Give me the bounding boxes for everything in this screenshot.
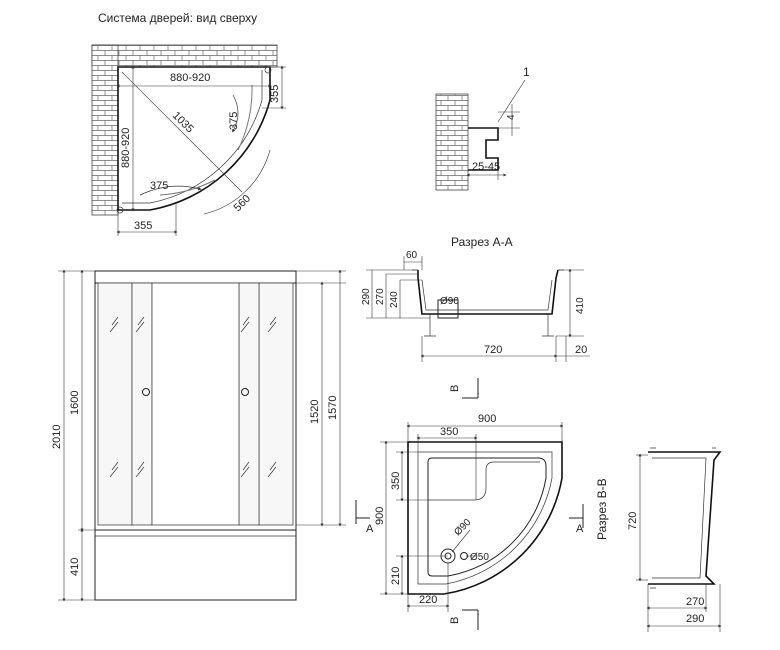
marker-a-left: A [366, 523, 374, 535]
detail-profile [468, 127, 499, 171]
section-bb-group: Разрез В-В 720 270 290 [595, 447, 722, 632]
dim-bb-base-outer-label: 290 [686, 613, 704, 625]
dim-diagonal: 1035 [170, 110, 196, 136]
top-wall-brick [91, 44, 278, 68]
dim-plan-depth-label: 900 [374, 507, 386, 525]
dim-aa-drain-label: Ø90 [440, 296, 459, 307]
dim-tray-height-label: 410 [69, 558, 81, 576]
dim-plan-outlet-label: Ø50 [470, 552, 489, 563]
tray-plan-outline [407, 441, 563, 595]
glass-reflections [109, 316, 277, 478]
dim-bottom-offset-label: 355 [134, 220, 152, 232]
front-view-group: 2010 1600 410 1520 1570 [51, 269, 346, 602]
dim-aa-leg-label: 20 [575, 344, 587, 356]
dim-h290-label: 290 [361, 288, 372, 305]
cabin-top-bar [94, 270, 297, 284]
dim-right-offset-label: 355 [269, 85, 281, 103]
dim-plan-drain-label: Ø90 [452, 517, 473, 538]
dim-seat-width-label: 350 [440, 426, 458, 438]
dim-opening-arc [203, 149, 271, 215]
dim-bb-height-label: 720 [627, 512, 639, 530]
dim-detail-range-label: 25-45 [472, 161, 500, 173]
right-door-glass [238, 282, 260, 526]
section-aa-title: Разрез А-А [451, 235, 513, 249]
dim-depth-label: 880-920 [120, 128, 132, 168]
inner-door-arc [122, 70, 263, 204]
top-view-title: Система дверей: вид сверху [98, 11, 257, 25]
section-a-markers: A A [355, 500, 584, 535]
section-bb-title: Разрез В-В [595, 478, 609, 540]
dim-drain-x-label: 220 [419, 594, 437, 606]
section-bb-tray-inner [652, 457, 707, 579]
dim-h240-label: 240 [389, 291, 400, 308]
dim-drain-y-label: 210 [390, 567, 402, 585]
center-glass [151, 282, 240, 526]
dim-bb-base-inner-label: 270 [686, 596, 704, 608]
top-view-group: Система дверей: вид сверху 1035 880-920 … [91, 11, 286, 236]
dim-width-label: 880-920 [170, 72, 210, 84]
section-aa-tray [417, 269, 559, 315]
dim-seat-depth-label: 350 [390, 472, 402, 490]
dim-opening-label: 560 [232, 193, 253, 214]
dim-aa-height-label: 410 [575, 297, 586, 314]
marker-b-top: B [449, 385, 461, 392]
dim-right-door-label: 375 [228, 112, 240, 130]
detail-leader [497, 79, 526, 123]
section-aa-tray-inner [421, 279, 553, 311]
dim-total-height-label: 2010 [51, 425, 63, 449]
dim-rim-label: 60 [406, 250, 418, 261]
dim-plan-width-label: 900 [478, 413, 496, 425]
tray-plan-seat [427, 457, 547, 577]
right-side-panel [258, 282, 294, 526]
dim-h270-label: 270 [375, 288, 386, 305]
dim-panel-height-label: 1600 [69, 391, 81, 415]
section-aa-drain [437, 299, 459, 319]
marker-a-right: A [576, 523, 584, 535]
detail-wall-brick [435, 93, 469, 191]
diagonal-line [121, 71, 243, 193]
dim-detail-height-label: 4 [506, 114, 517, 120]
bottom-handle-arc [139, 185, 202, 196]
marker-b-bottom: B [449, 617, 461, 624]
dim-bottom-door-label: 375 [150, 180, 168, 192]
right-handle [241, 388, 249, 396]
right-handle-arc [232, 94, 239, 133]
dim-door-height-label: 1520 [309, 400, 321, 424]
left-side-panel [97, 282, 133, 526]
tray-plan-group: 900 350 900 350 210 220 Ø90 Ø50 [374, 413, 564, 612]
dim-frame-height-label: 1570 [327, 396, 339, 420]
profile-detail-group: 1 4 25-45 [435, 65, 530, 191]
dim-aa-width-label: 720 [484, 344, 502, 356]
section-b-markers: B B [449, 378, 479, 630]
shower-tray-front [94, 529, 297, 601]
tray-plan-well [428, 461, 540, 501]
right-door-panel [237, 84, 253, 151]
left-handle [142, 388, 150, 396]
tray-plan-inner [417, 451, 553, 585]
bottom-door-panel [159, 179, 216, 196]
section-aa-group: Разрез А-А 60 290 270 240 Ø90 410 [361, 235, 590, 362]
section-bb-tray [648, 451, 722, 585]
detail-callout-label: 1 [523, 65, 530, 79]
left-wall-brick [91, 44, 119, 216]
